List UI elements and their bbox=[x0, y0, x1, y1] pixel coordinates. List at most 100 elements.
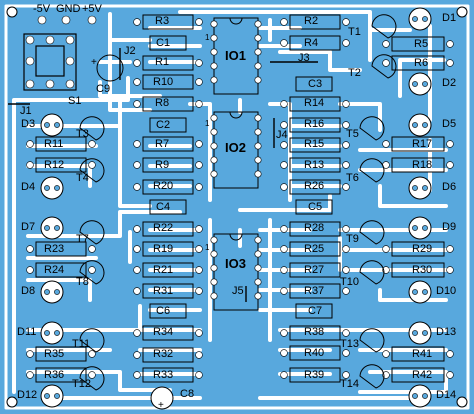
resistor-r22-label: R22 bbox=[153, 222, 174, 234]
capacitor-c3-label: C3 bbox=[308, 78, 323, 90]
resistor-r24-label: R24 bbox=[44, 264, 65, 276]
resistor-r16-label: R16 bbox=[304, 118, 325, 130]
resistor-r2-label: R2 bbox=[304, 15, 319, 27]
transistor-t7-label: T7 bbox=[76, 233, 89, 245]
resistor-r19-label: R19 bbox=[153, 243, 174, 255]
transistor-t9-label: T9 bbox=[346, 233, 359, 245]
led-d9-label: D9 bbox=[442, 221, 457, 233]
resistor-r10-label: R10 bbox=[153, 76, 174, 88]
capacitor-c4-label: C4 bbox=[156, 201, 171, 213]
power-header bbox=[37, 15, 97, 25]
transistor-t6-label: T6 bbox=[346, 172, 359, 184]
transistor-t10-label: T10 bbox=[340, 276, 359, 288]
transistor-t1-label: T1 bbox=[348, 26, 361, 38]
capacitor-bodies bbox=[96, 35, 333, 410]
component-pads bbox=[26, 18, 454, 379]
led-pads bbox=[44, 16, 428, 399]
led-d5-label: D5 bbox=[442, 118, 457, 130]
ic-io3-label: IO3 bbox=[225, 256, 246, 271]
transistor-t13-label: T13 bbox=[340, 338, 359, 350]
led-d3-label: D3 bbox=[21, 118, 36, 130]
capacitor-c7-label: C7 bbox=[308, 305, 323, 317]
ic-io2-label: IO2 bbox=[225, 140, 246, 155]
resistor-r36-label: R36 bbox=[44, 369, 65, 381]
resistor-r35-label: R35 bbox=[44, 348, 65, 360]
resistor-r23-label: R23 bbox=[44, 243, 65, 255]
jumper-wires bbox=[8, 48, 318, 302]
transistor-t8-label: T8 bbox=[76, 276, 89, 288]
resistor-r8-label: R8 bbox=[155, 97, 170, 109]
switch-pads bbox=[25, 35, 75, 89]
jumper-j1-label: J1 bbox=[20, 105, 32, 117]
ic-packages bbox=[213, 17, 259, 311]
resistor-r4-label: R4 bbox=[304, 37, 319, 49]
io1-pin1-marker: 1 bbox=[205, 33, 210, 42]
resistor-r21-label: R21 bbox=[153, 264, 174, 276]
led-d10-label: D10 bbox=[436, 285, 457, 297]
switch-s1-label: S1 bbox=[68, 95, 82, 107]
transistor-t3-label: T3 bbox=[76, 128, 89, 140]
resistor-r41-label: R41 bbox=[412, 348, 433, 360]
resistor-r32-label: R32 bbox=[153, 348, 174, 360]
capacitor-c8-label: C8 bbox=[180, 388, 195, 400]
resistor-r28-label: R28 bbox=[304, 222, 325, 234]
transistor-t12-label: T12 bbox=[72, 378, 91, 390]
jumper-j2-label: J2 bbox=[124, 45, 136, 57]
resistor-r40-label: R40 bbox=[304, 347, 325, 359]
resistor-r31-label: R31 bbox=[153, 285, 174, 297]
resistor-r5-label: R5 bbox=[414, 38, 429, 50]
neg-supply-label: -5V bbox=[33, 3, 51, 15]
resistor-r7-label: R7 bbox=[155, 138, 170, 150]
ground-label: GND bbox=[56, 3, 81, 15]
io3-pin1-marker: 1 bbox=[205, 243, 210, 252]
led-d2-label: D2 bbox=[442, 77, 457, 89]
led-d14-label: D14 bbox=[436, 389, 457, 401]
resistor-r34-label: R34 bbox=[153, 326, 174, 338]
resistor-r33-label: R33 bbox=[153, 369, 174, 381]
led-d11-label: D11 bbox=[17, 326, 37, 338]
resistor-r17-label: R17 bbox=[412, 138, 433, 150]
led-d7-label: D7 bbox=[21, 221, 36, 233]
resistor-r27-label: R27 bbox=[304, 264, 325, 276]
ic-io1-label: IO1 bbox=[225, 48, 246, 63]
copper-traces bbox=[4, 4, 470, 410]
resistor-r3-label: R3 bbox=[155, 15, 170, 27]
jumper-j4-label: J4 bbox=[276, 129, 288, 141]
transistor-t11-label: T11 bbox=[72, 338, 91, 350]
led-d12-label: D12 bbox=[17, 389, 38, 401]
corner-mounting-holes bbox=[6, 6, 468, 408]
ic-pins bbox=[210, 20, 262, 300]
io2-pin1-marker: 1 bbox=[205, 119, 210, 128]
resistor-r18-label: R18 bbox=[412, 159, 433, 171]
led-d6-label: D6 bbox=[442, 181, 457, 193]
pos-supply-label: +5V bbox=[82, 3, 102, 15]
c9-polarity-mark: + bbox=[91, 57, 97, 68]
resistor-r15-label: R15 bbox=[304, 138, 325, 150]
resistor-r25-label: R25 bbox=[304, 243, 325, 255]
switch-body bbox=[23, 33, 77, 91]
resistor-r37-label: R37 bbox=[304, 285, 325, 297]
transistor-t5-label: T5 bbox=[346, 128, 359, 140]
resistor-r26-label: R26 bbox=[304, 180, 325, 192]
transistor-t4-label: T4 bbox=[76, 172, 89, 184]
transistor-footprints bbox=[79, 14, 397, 391]
resistor-r38-label: R38 bbox=[304, 326, 325, 338]
capacitor-c5-label: C5 bbox=[308, 201, 323, 213]
led-d8-label: D8 bbox=[21, 285, 36, 297]
resistor-r12-label: R12 bbox=[44, 159, 65, 171]
capacitor-c6-label: C6 bbox=[156, 305, 171, 317]
led-d1-label: D1 bbox=[442, 12, 457, 24]
resistor-r42-label: R42 bbox=[412, 369, 433, 381]
resistor-r30-label: R30 bbox=[412, 264, 433, 276]
resistor-r13-label: R13 bbox=[304, 159, 325, 171]
jumper-j5-label: J5 bbox=[232, 285, 244, 297]
capacitor-c1-label: C1 bbox=[156, 37, 171, 49]
resistor-r6-label: R6 bbox=[414, 57, 429, 69]
led-d4-label: D4 bbox=[21, 181, 36, 193]
resistor-r9-label: R9 bbox=[155, 159, 170, 171]
resistor-r11-label: R11 bbox=[44, 138, 64, 150]
resistor-r14-label: R14 bbox=[304, 97, 325, 109]
resistor-r29-label: R29 bbox=[412, 243, 433, 255]
